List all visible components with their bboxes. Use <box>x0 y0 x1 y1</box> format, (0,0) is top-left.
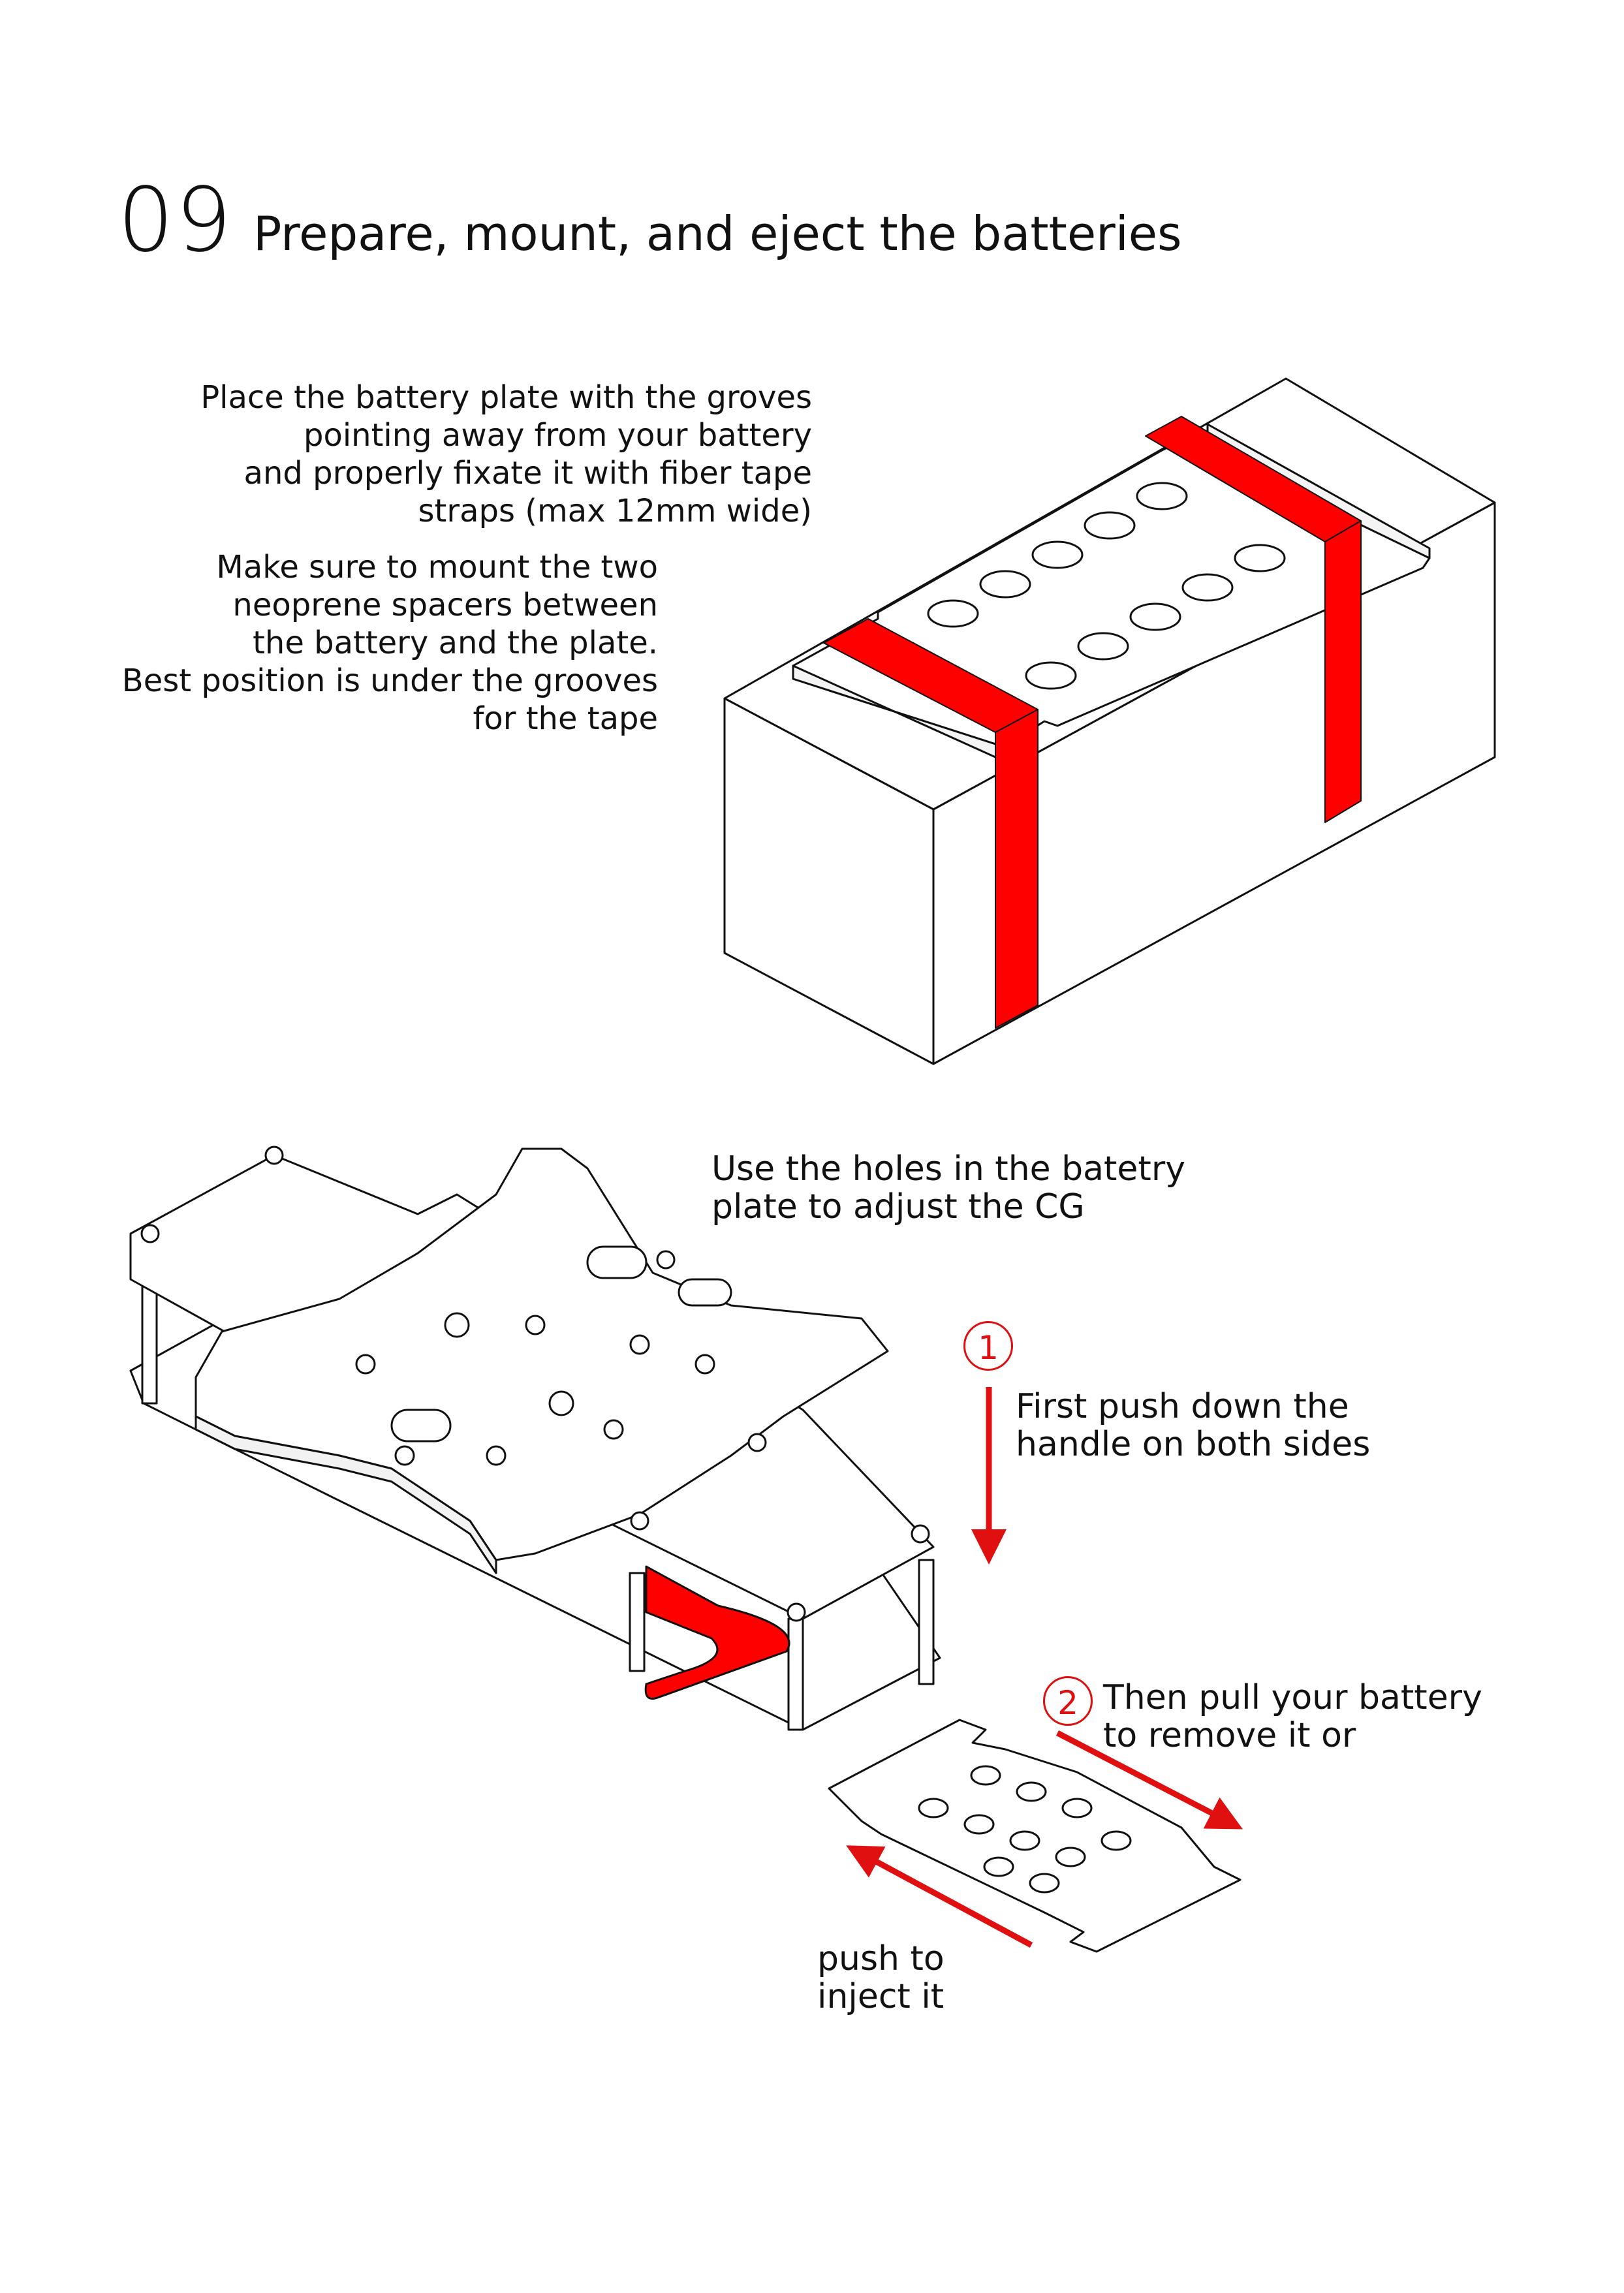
spacer-instructions: Make sure to mount the two neoprene spac… <box>122 548 658 738</box>
step-number: 09 <box>117 169 234 272</box>
frame-illustration <box>129 1146 941 1731</box>
step-2-badge: 2 <box>1043 1676 1093 1726</box>
text-line: Make sure to mount the two <box>216 549 658 585</box>
text-line: push to <box>817 1939 945 1978</box>
text-line: Then pull your battery <box>1103 1678 1482 1717</box>
step-1-badge: 1 <box>963 1321 1013 1371</box>
text-line: First push down the <box>1016 1387 1349 1426</box>
tape-strap-front-side <box>995 709 1038 1029</box>
text-line: handle on both sides <box>1016 1425 1371 1464</box>
plate-instructions: Place the battery plate with the groves … <box>200 379 812 530</box>
inject-arrow <box>846 1845 1033 1948</box>
page-title: Prepare, mount, and eject the batteries <box>253 206 1182 261</box>
text-line: for the tape <box>473 700 658 737</box>
ejected-plate-holes <box>918 1765 1132 1894</box>
inject-instructions: push to inject it <box>817 1940 945 2016</box>
text-line: straps (max 12mm wide) <box>418 493 812 529</box>
text-line: Place the battery plate with the groves <box>200 379 812 416</box>
text-line: Use the holes in the batetry <box>711 1149 1185 1189</box>
eject-handle <box>644 1565 790 1700</box>
cg-instructions: Use the holes in the batetry plate to ad… <box>711 1150 1185 1226</box>
mount-holes <box>355 1245 732 1466</box>
plate-holes <box>927 482 1286 690</box>
screw-heads <box>140 1146 930 1622</box>
text-line: neoprene spacers between <box>232 587 658 623</box>
text-line: inject it <box>817 1977 945 2016</box>
frame-top-plate-edge <box>195 1415 497 1574</box>
text-line: plate to adjust the CG <box>711 1187 1085 1226</box>
text-line: pointing away from your battery <box>304 417 812 454</box>
battery-front-face <box>723 697 935 1065</box>
text-line: to remove it or <box>1103 1716 1356 1755</box>
text-line: the battery and the plate. <box>253 625 658 661</box>
pull-arrow <box>1055 1730 1243 1830</box>
battery-illustration <box>723 377 1496 1065</box>
text-line: and properly fixate it with fiber tape <box>243 455 812 491</box>
step-2-instructions: Then pull your battery to remove it or <box>1103 1679 1482 1755</box>
arrows <box>846 1387 1243 1948</box>
text-line: Best position is under the grooves <box>121 663 658 699</box>
tape-straps <box>823 416 1362 1029</box>
ejected-battery-plate <box>828 1719 1241 1953</box>
step-1-instructions: First push down the handle on both sides <box>1016 1388 1370 1463</box>
tape-strap-back-side <box>1324 520 1362 823</box>
